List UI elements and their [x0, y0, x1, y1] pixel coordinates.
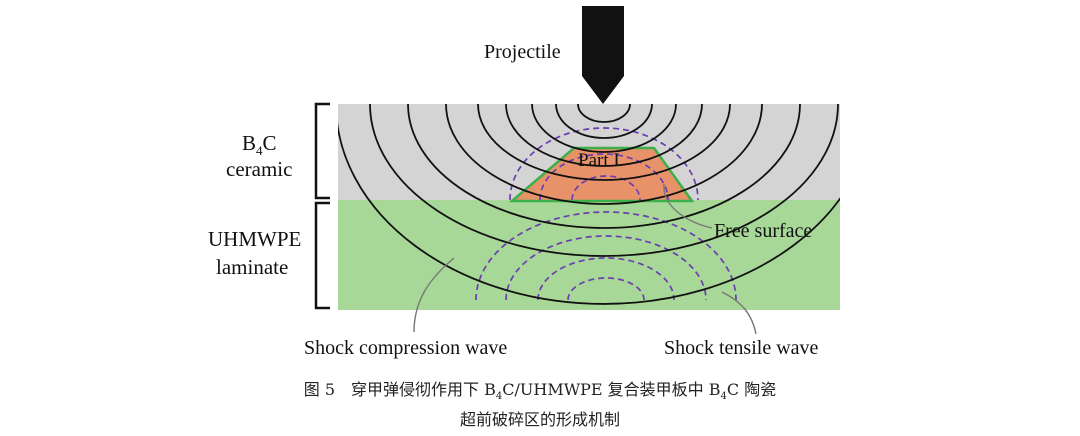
compression-wave-5: [477, 104, 731, 181]
compression-wave-3: [531, 104, 677, 153]
laminate-label-line2: laminate: [216, 255, 288, 279]
figure-caption-line1: 图 5 穿甲弹侵彻作用下 B4C/UHMWPE 复合装甲板中 B4C 陶瓷: [0, 376, 1080, 402]
ceramic-label-line1: B4C: [242, 131, 277, 158]
free-surface-label: Free surface: [714, 220, 812, 242]
tensile-wave-ceramic-3: [571, 175, 641, 201]
laminate-label-line1: UHMWPE: [208, 227, 301, 251]
compression-wave-leader: [413, 257, 455, 333]
compression-wave-label: Shock compression wave: [304, 337, 507, 359]
tensile-wave-laminate-2: [505, 235, 707, 301]
tensile-wave-label: Shock tensile wave: [664, 337, 819, 359]
laminate-bracket: [314, 201, 330, 310]
compression-wave-7: [407, 104, 801, 229]
tensile-wave-laminate-3: [537, 257, 675, 301]
ceramic-bracket: [314, 102, 330, 200]
tensile-wave-leader: [721, 291, 757, 335]
compression-waves: [338, 104, 840, 305]
projectile-label: Projectile: [484, 41, 561, 63]
ceramic-label-subscript: 4: [256, 143, 263, 158]
caption-sub-1: 4: [495, 391, 503, 403]
compression-wave-9: [338, 121, 840, 305]
caption-suffix: C 陶瓷: [726, 380, 777, 399]
compression-wave-1: [577, 104, 631, 123]
compression-wave-8: [369, 104, 839, 257]
caption-prefix: 图 5 穿甲弹侵彻作用下 B: [303, 380, 496, 399]
compression-wave-2: [555, 104, 653, 139]
free-surface-leader: [663, 183, 713, 229]
ceramic-label-c: C: [263, 131, 277, 155]
tensile-wave-laminate-1: [475, 211, 737, 301]
ceramic-label-b: B: [242, 131, 256, 155]
caption-mid: C/UHMWPE 复合装甲板中 B: [502, 380, 721, 399]
tensile-waves: [475, 127, 737, 301]
ceramic-label-line2: ceramic: [226, 157, 292, 181]
projectile: [582, 6, 624, 104]
figure-caption-line2: 超前破碎区的形成机制: [459, 410, 620, 429]
compression-wave-6: [445, 104, 763, 205]
tensile-wave-ceramic-1: [509, 127, 699, 201]
tensile-wave-laminate-4: [567, 277, 645, 301]
part-one-region: [508, 146, 695, 203]
tensile-wave-ceramic-2: [539, 153, 669, 201]
part-one-label: Part I: [578, 150, 620, 171]
caption-sub-2: 4: [720, 391, 727, 403]
compression-wave-4: [505, 104, 703, 167]
